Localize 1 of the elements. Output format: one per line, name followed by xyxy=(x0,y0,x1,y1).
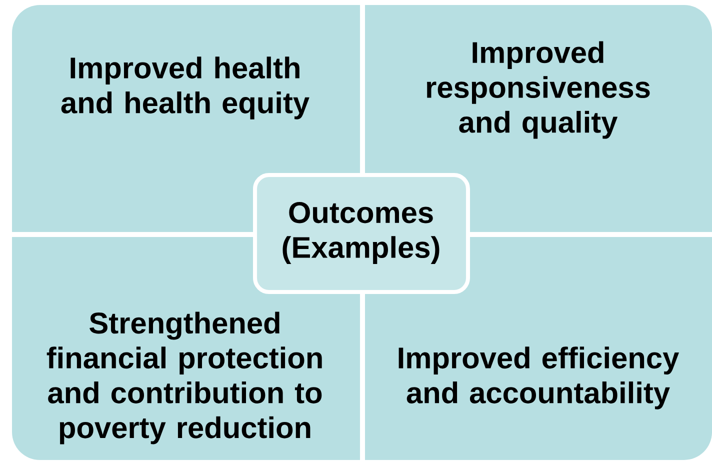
center-box: Outcomes (Examples) xyxy=(253,173,470,294)
